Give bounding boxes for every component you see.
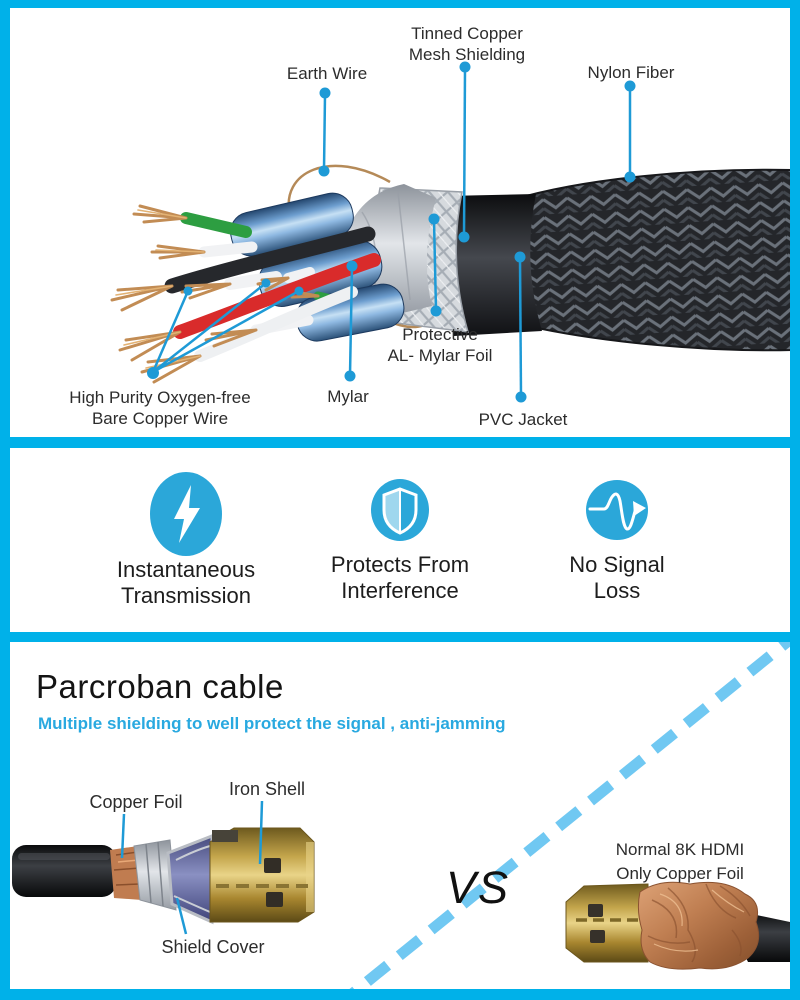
copper-foil-wrap bbox=[637, 881, 760, 970]
frame-left bbox=[0, 0, 10, 1000]
anatomy-leader-lines bbox=[147, 61, 636, 403]
label-iron-shell: Iron Shell bbox=[228, 779, 306, 799]
lightning-icon bbox=[150, 472, 222, 556]
signal-wave-icon bbox=[586, 480, 648, 540]
vs-text: VS bbox=[445, 862, 511, 913]
frame-bottom bbox=[0, 989, 800, 1000]
label-earth-wire: Earth Wire bbox=[286, 64, 368, 83]
label-nylon-fiber: Nylon Fiber bbox=[587, 63, 675, 82]
comparison-leader-lines bbox=[120, 800, 264, 935]
label-shield-cover: Shield Cover bbox=[161, 937, 265, 957]
frame-right bbox=[790, 0, 800, 1000]
frame-top bbox=[0, 0, 800, 8]
iron-shell-plug bbox=[209, 827, 315, 923]
label-mylar: Mylar bbox=[327, 387, 369, 406]
cable-cutaway-illustration bbox=[110, 61, 793, 403]
pvc-jacket-collar bbox=[440, 194, 542, 336]
normal-gold-plug bbox=[565, 883, 649, 963]
shield-icon bbox=[371, 479, 429, 541]
copper-foil-band bbox=[110, 846, 142, 900]
parcroban-connector-illustration bbox=[12, 827, 315, 925]
section-divider-1 bbox=[0, 437, 800, 448]
normal-connector-illustration bbox=[565, 881, 790, 970]
dashed-divider bbox=[348, 625, 800, 999]
comparison-title: Parcroban cable bbox=[36, 668, 284, 705]
nylon-braid-sleeve bbox=[501, 168, 793, 352]
label-pvc-jacket: PVC Jacket bbox=[478, 410, 568, 429]
comparison-subtitle: Multiple shielding to well protect the s… bbox=[38, 714, 506, 733]
label-copper-foil: Copper Foil bbox=[89, 792, 183, 812]
section-divider-2 bbox=[0, 632, 800, 642]
